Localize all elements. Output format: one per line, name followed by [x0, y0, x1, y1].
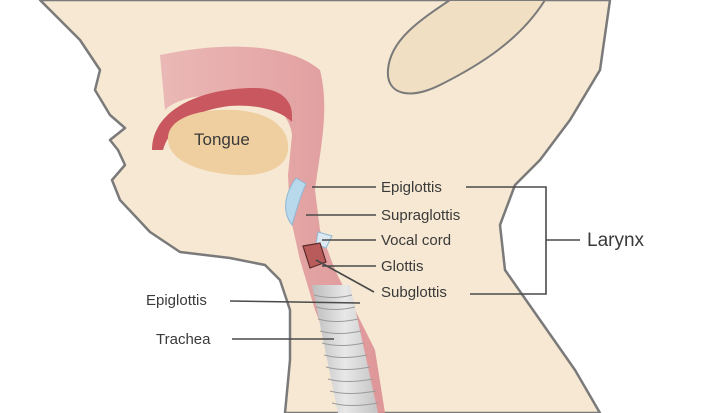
palate — [152, 88, 292, 150]
larynx-bracket — [466, 186, 580, 295]
label-supraglottis: Supraglottis — [381, 207, 460, 224]
label-larynx: Larynx — [587, 230, 645, 251]
label-vocal-cord: Vocal cord — [381, 232, 451, 249]
right-leader-lines — [306, 186, 376, 293]
epiglottis-cartilage — [285, 177, 307, 227]
trachea-rings — [313, 294, 379, 406]
label-subglottis: Subglottis — [381, 284, 447, 301]
label-glottis: Glottis — [381, 258, 424, 275]
label-tongue: Tongue — [194, 130, 250, 149]
label-epiglottis-left: Epiglottis — [146, 292, 207, 309]
head-neck-silhouette — [38, 0, 612, 413]
ear-shape — [386, 0, 547, 95]
left-leader-lines — [229, 300, 361, 340]
tongue-shape — [168, 109, 289, 176]
label-epiglottis-right: Epiglottis — [381, 179, 442, 196]
label-trachea: Trachea — [156, 331, 211, 348]
